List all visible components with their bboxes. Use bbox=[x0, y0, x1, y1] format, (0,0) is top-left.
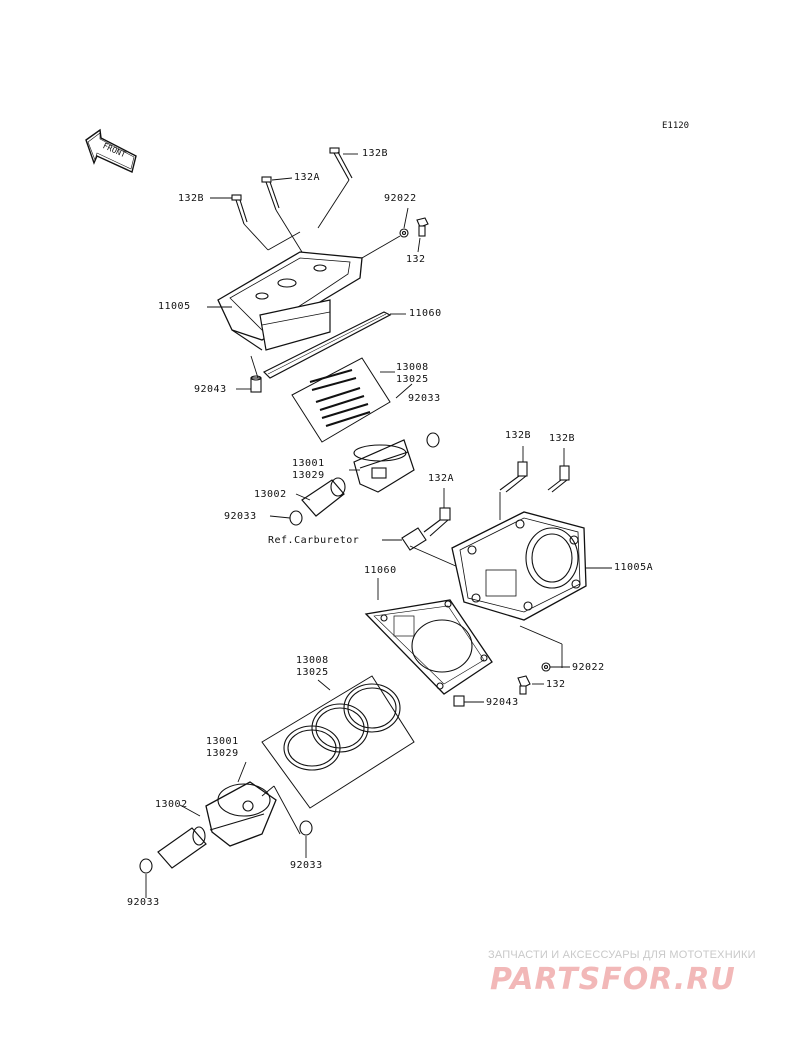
cylinder-11005a-icon bbox=[451, 511, 587, 621]
callout-132-bottom[interactable]: 132 bbox=[546, 679, 566, 690]
circlip-92033-top-right-icon bbox=[426, 432, 440, 448]
callout-11060-top[interactable]: 11060 bbox=[409, 308, 442, 319]
callout-leader-lines bbox=[145, 153, 570, 898]
carburetor-reference-pin-icon bbox=[401, 527, 427, 551]
callout-13008-bottom: 13008 bbox=[296, 655, 329, 666]
callout-13008-top: 13008 bbox=[396, 362, 429, 373]
watermark-caption: ЗАПЧАСТИ И АКСЕССУАРЫ ДЛЯ МОТОТЕХНИКИ bbox=[488, 949, 756, 961]
bolt-132-bottom-icon bbox=[517, 675, 531, 695]
callout-13001-bottom: 13001 bbox=[206, 736, 239, 747]
piston-13001-top-icon bbox=[353, 439, 415, 493]
callout-13029-top: 13029 bbox=[292, 470, 325, 481]
callout-11005[interactable]: 11005 bbox=[158, 301, 191, 312]
callout-132a-mid[interactable]: 132A bbox=[428, 473, 455, 484]
bolt-132a-mid-icon bbox=[423, 507, 451, 537]
diagram-code: E1120 bbox=[662, 121, 690, 131]
bolt-132b-top-icon bbox=[329, 147, 353, 181]
wrist-pin-13002-top-icon bbox=[301, 477, 346, 517]
bolt-132a-top-icon bbox=[261, 176, 280, 211]
callout-92033-top-right[interactable]: 92033 bbox=[408, 393, 441, 404]
dowel-pin-92043-bottom-icon bbox=[453, 695, 465, 707]
callout-13025-bottom: 13025 bbox=[296, 667, 329, 678]
piston-rings-bottom-icon bbox=[261, 675, 415, 809]
callout-132b-top[interactable]: 132B bbox=[362, 148, 389, 159]
callout-11060-mid[interactable]: 11060 bbox=[364, 565, 397, 576]
callout-piston-top[interactable]: 13001 13029 bbox=[292, 458, 325, 482]
circlip-92033-bottom-right-icon bbox=[299, 820, 313, 836]
circlip-92033-top-left-icon bbox=[289, 510, 303, 526]
callout-132b-right-1[interactable]: 132B bbox=[505, 430, 532, 441]
callout-rings-top[interactable]: 13008 13025 bbox=[396, 362, 429, 386]
callout-92033-bottom-left[interactable]: 92033 bbox=[127, 897, 160, 908]
cylinder-head-11005-icon bbox=[217, 251, 363, 351]
piston-rings-top-icon bbox=[291, 357, 391, 443]
piston-13001-bottom-icon bbox=[205, 781, 277, 847]
callout-ref-carburetor[interactable]: Ref.Carburetor bbox=[268, 535, 360, 546]
callout-13002-bottom[interactable]: 13002 bbox=[155, 799, 188, 810]
callout-92033-top-left[interactable]: 92033 bbox=[224, 511, 257, 522]
head-gasket-11060-top-icon bbox=[262, 311, 392, 379]
callout-piston-bottom[interactable]: 13001 13029 bbox=[206, 736, 239, 760]
base-gasket-11060-icon bbox=[364, 599, 493, 695]
callout-92022-bottom[interactable]: 92022 bbox=[572, 662, 605, 673]
front-direction-arrow-icon: FRONT bbox=[85, 128, 137, 173]
bolt-132b-right-1-icon bbox=[499, 461, 528, 493]
washer-92022-top-icon bbox=[399, 228, 409, 238]
callout-13025-top: 13025 bbox=[396, 374, 429, 385]
circlip-92033-bottom-left-icon bbox=[139, 858, 153, 874]
watermark-logo: PARTSFOR.RU bbox=[490, 962, 736, 997]
callout-13001-top: 13001 bbox=[292, 458, 325, 469]
callout-132a-top[interactable]: 132A bbox=[294, 172, 321, 183]
bolt-132b-right-2-icon bbox=[547, 465, 570, 493]
bolt-132b-left-icon bbox=[231, 194, 248, 225]
callout-rings-bottom[interactable]: 13008 13025 bbox=[296, 655, 329, 679]
callout-13002-top[interactable]: 13002 bbox=[254, 489, 287, 500]
callout-92033-bottom-right[interactable]: 92033 bbox=[290, 860, 323, 871]
callout-132b-left[interactable]: 132B bbox=[178, 193, 205, 204]
callout-132-top[interactable]: 132 bbox=[406, 254, 426, 265]
callout-11005a[interactable]: 11005A bbox=[614, 562, 654, 573]
callout-92043-top[interactable]: 92043 bbox=[194, 384, 227, 395]
callout-92022-top[interactable]: 92022 bbox=[384, 193, 417, 204]
callout-92043-bottom[interactable]: 92043 bbox=[486, 697, 519, 708]
wrist-pin-13002-bottom-icon bbox=[157, 826, 207, 869]
callout-13029-bottom: 13029 bbox=[206, 748, 239, 759]
washer-92022-bottom-icon bbox=[541, 662, 551, 672]
dowel-pin-92043-top-icon bbox=[250, 375, 262, 393]
callout-132b-right-2[interactable]: 132B bbox=[549, 433, 576, 444]
bolt-132-top-icon bbox=[416, 217, 429, 237]
